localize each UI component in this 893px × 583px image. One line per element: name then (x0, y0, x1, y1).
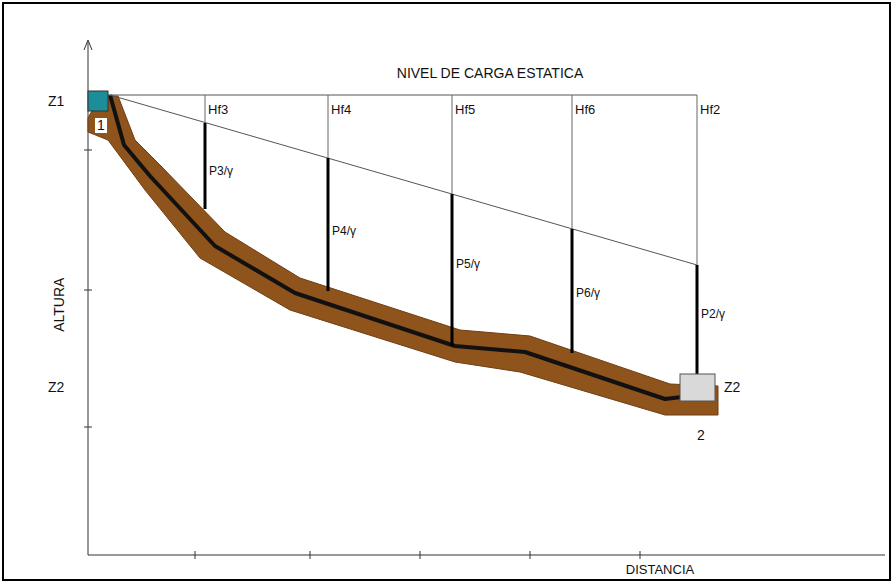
static-level-line (100, 95, 697, 96)
x-axis (88, 555, 885, 556)
head-loss-label: Hf3 (208, 103, 228, 117)
head-loss-label: Hf6 (575, 103, 595, 117)
elevation-label: Z1 (48, 94, 64, 109)
elevation-label: Z2 (48, 380, 64, 395)
head-loss-label: Hf5 (455, 103, 475, 117)
tank-2 (680, 374, 715, 401)
head-loss-label: Hf2 (700, 103, 720, 117)
axis-title: DISTANCIA (626, 563, 694, 577)
hydraulic-gradient-line (110, 95, 697, 265)
pressure-lines (205, 123, 697, 374)
pressure-head-label: P2/γ (701, 308, 725, 321)
static-level-title: NIVEL DE CARGA ESTATICA (397, 66, 583, 81)
frame (3, 3, 890, 580)
pipe (110, 95, 690, 399)
pressure-head-label: P4/γ (332, 225, 356, 238)
point-number: 2 (697, 428, 705, 443)
point-number: 1 (95, 118, 107, 133)
pressure-head-label: P3/γ (209, 165, 233, 178)
pressure-head-label: P6/γ (576, 287, 600, 300)
tank-1 (88, 91, 108, 111)
y-arrow (84, 40, 92, 50)
axis-title: ALTURA (52, 278, 67, 332)
terrain (88, 96, 718, 415)
elevation-label: Z2 (724, 380, 740, 395)
pressure-head-label: P5/γ (456, 258, 480, 271)
head-loss-label: Hf4 (331, 103, 351, 117)
